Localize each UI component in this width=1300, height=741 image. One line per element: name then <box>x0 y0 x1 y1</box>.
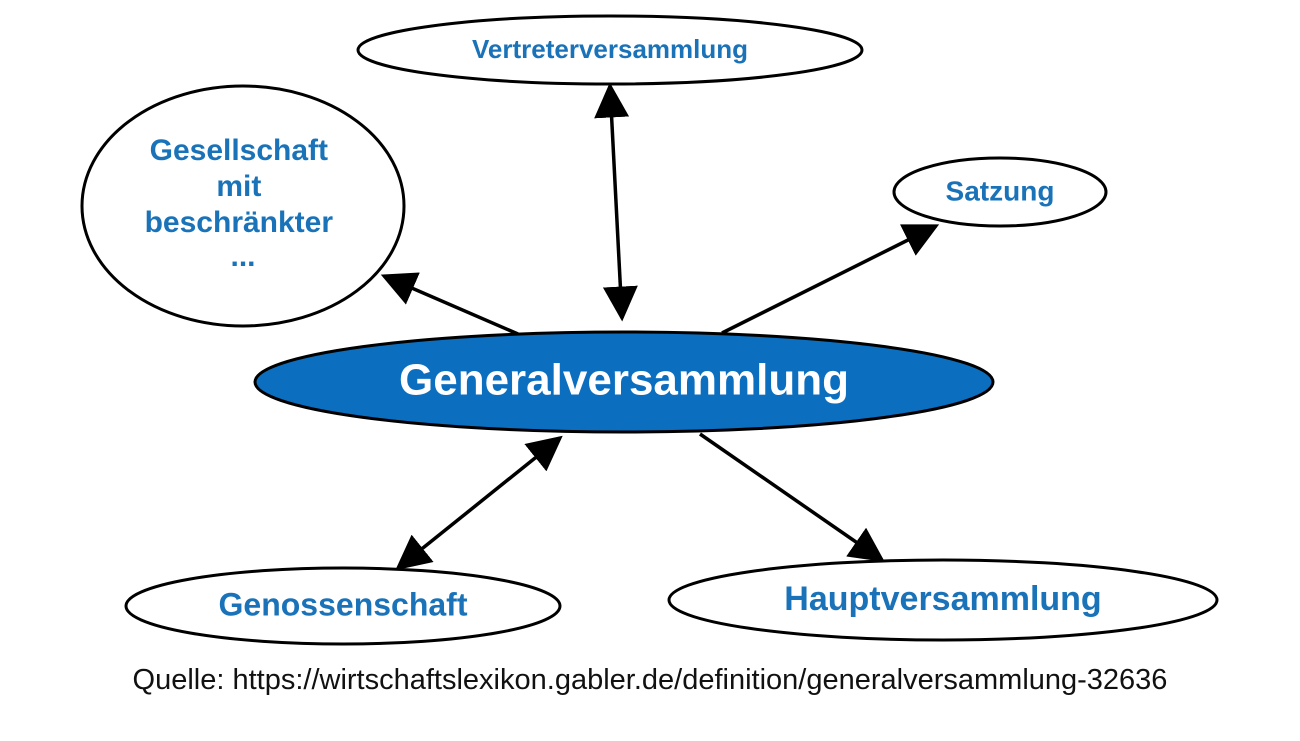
source-caption: Quelle: https://wirtschaftslexikon.gable… <box>132 664 1168 696</box>
node-genossenschaft: Genossenschaft <box>124 566 562 646</box>
node-vertreterversammlung-label: Vertreterversammlung <box>472 34 748 64</box>
node-gesellschaft-label: Gesellschaft mit beschränkter ... <box>145 134 342 273</box>
node-center-label: Generalversammlung <box>399 356 849 405</box>
node-gesellschaft-line-4: ... <box>230 240 255 273</box>
edge-hauptversammlung <box>699 432 885 562</box>
node-satzung-shape <box>892 156 1108 228</box>
node-satzung: Satzung <box>892 156 1108 228</box>
node-vertreterversammlung: Vertreterversammlung <box>356 14 864 86</box>
edge-satzung <box>721 224 940 335</box>
edge-vertreterversammlung <box>594 82 638 322</box>
node-center: Generalversammlung <box>253 330 995 434</box>
node-vertreterversammlung-shape <box>356 14 864 86</box>
node-gesellschaft-line-3: beschränkter <box>145 206 334 239</box>
edge-genossenschaft <box>395 435 563 571</box>
node-hauptversammlung: Hauptversammlung <box>667 558 1219 642</box>
node-gesellschaft-line-1: Gesellschaft <box>150 134 328 167</box>
edge-gesellschaft <box>380 272 519 336</box>
node-gesellschaft: Gesellschaft mit beschränkter ... <box>80 84 406 328</box>
node-genossenschaft-shape <box>124 566 562 646</box>
node-gesellschaft-shape <box>80 84 406 328</box>
node-gesellschaft-line-2: mit <box>216 170 261 203</box>
node-center-shape <box>253 330 995 434</box>
node-hauptversammlung-shape <box>667 558 1219 642</box>
node-genossenschaft-label: Genossenschaft <box>219 586 468 622</box>
node-hauptversammlung-label: Hauptversammlung <box>784 580 1101 618</box>
node-satzung-label: Satzung <box>946 175 1055 206</box>
